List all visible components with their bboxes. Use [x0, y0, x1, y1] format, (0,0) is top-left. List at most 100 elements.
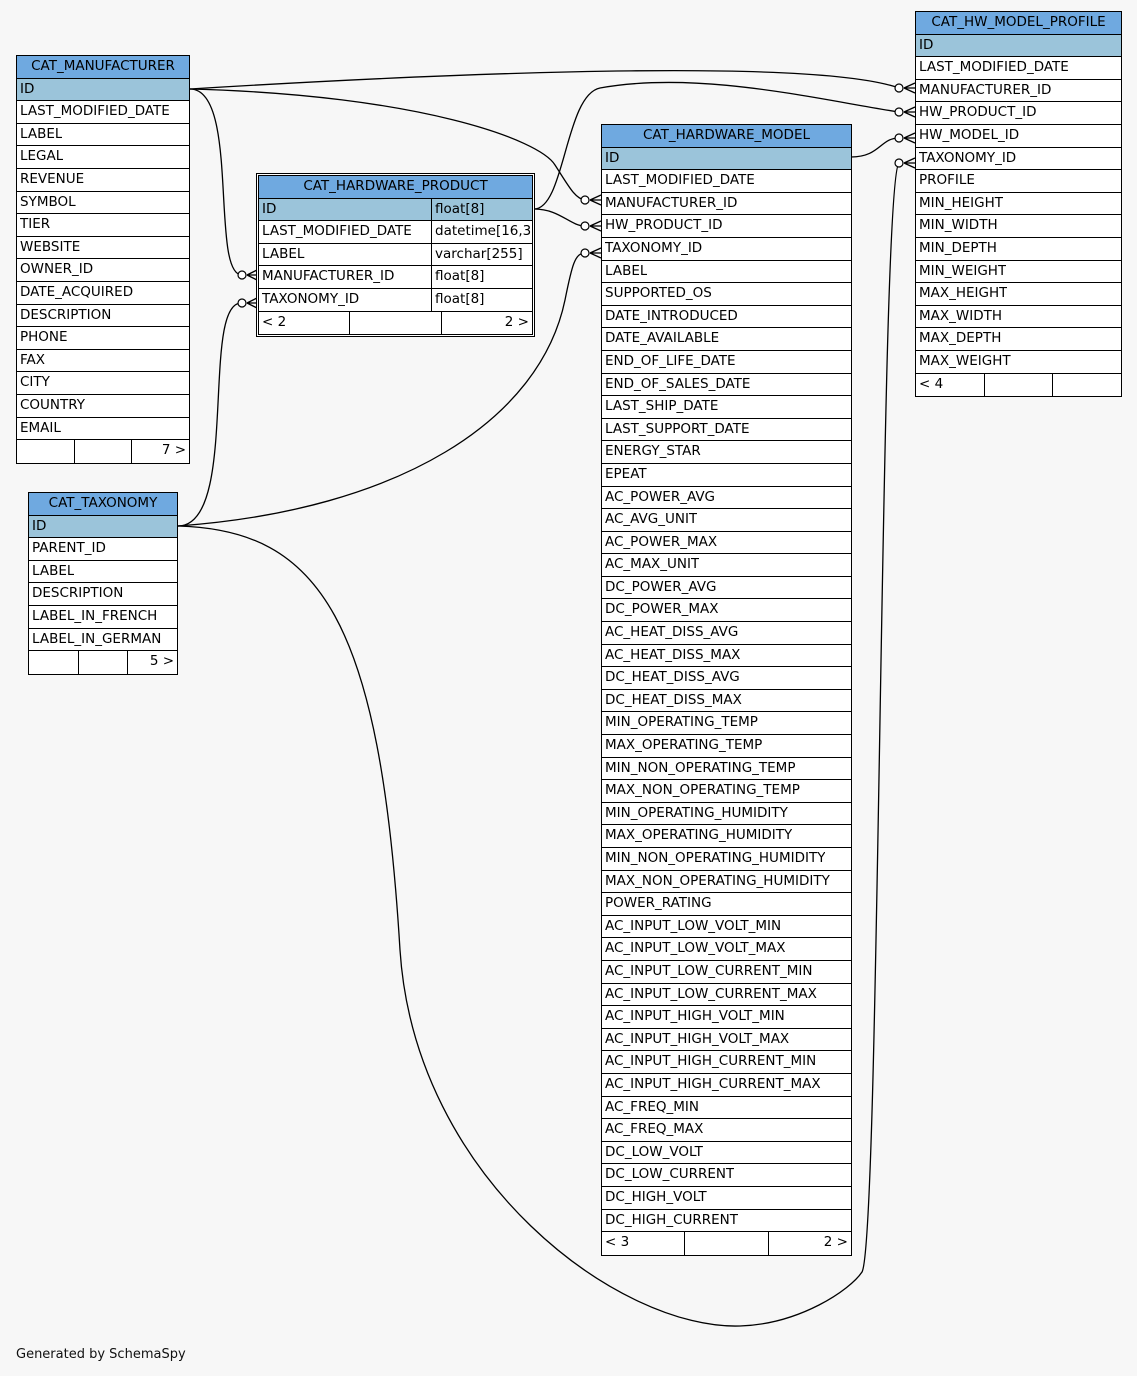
- column-row-last-modified-date[interactable]: LAST_MODIFIED_DATE: [602, 170, 851, 193]
- column-row-id[interactable]: ID: [29, 515, 177, 539]
- column-row-label[interactable]: LABEL: [29, 561, 177, 584]
- column-row-max-operating-temp[interactable]: MAX_OPERATING_TEMP: [602, 735, 851, 758]
- column-row-last-support-date[interactable]: LAST_SUPPORT_DATE: [602, 419, 851, 442]
- column-row-min-operating-humidity[interactable]: MIN_OPERATING_HUMIDITY: [602, 803, 851, 826]
- column-row-max-height[interactable]: MAX_HEIGHT: [916, 283, 1121, 306]
- column-row-revenue[interactable]: REVENUE: [17, 169, 189, 192]
- column-row-ac-input-high-current-min[interactable]: AC_INPUT_HIGH_CURRENT_MIN: [602, 1051, 851, 1074]
- column-row-id[interactable]: ID: [916, 34, 1121, 58]
- column-row-last-ship-date[interactable]: LAST_SHIP_DATE: [602, 396, 851, 419]
- column-row-manufacturer-id[interactable]: MANUFACTURER_ID: [916, 80, 1121, 103]
- column-row-dc-low-volt[interactable]: DC_LOW_VOLT: [602, 1142, 851, 1165]
- column-row-description[interactable]: DESCRIPTION: [17, 305, 189, 328]
- children-count[interactable]: [1052, 373, 1121, 397]
- column-row-tier[interactable]: TIER: [17, 214, 189, 237]
- column-row-epeat[interactable]: EPEAT: [602, 464, 851, 487]
- column-row-ac-input-high-volt-min[interactable]: AC_INPUT_HIGH_VOLT_MIN: [602, 1006, 851, 1029]
- parents-count[interactable]: < 3: [605, 1234, 630, 1251]
- column-row-country[interactable]: COUNTRY: [17, 395, 189, 418]
- column-row-manufacturer-id[interactable]: MANUFACTURER_ID: [602, 193, 851, 216]
- column-row-description[interactable]: DESCRIPTION: [29, 583, 177, 606]
- column-row-parent-id[interactable]: PARENT_ID: [29, 538, 177, 561]
- column-row-dc-power-max[interactable]: DC_POWER_MAX: [602, 599, 851, 623]
- column-row-ac-power-avg[interactable]: AC_POWER_AVG: [602, 487, 851, 510]
- column-row-end-of-sales-date[interactable]: END_OF_SALES_DATE: [602, 374, 851, 397]
- column-row-ac-input-high-current-max[interactable]: AC_INPUT_HIGH_CURRENT_MAX: [602, 1074, 851, 1097]
- column-row-legal[interactable]: LEGAL: [17, 146, 189, 169]
- column-row-last-modified-date[interactable]: LAST_MODIFIED_DATE: [17, 101, 189, 124]
- column-row-ac-input-high-volt-max[interactable]: AC_INPUT_HIGH_VOLT_MAX: [602, 1029, 851, 1052]
- column-row-min-width[interactable]: MIN_WIDTH: [916, 215, 1121, 238]
- column-row-min-operating-temp[interactable]: MIN_OPERATING_TEMP: [602, 712, 851, 736]
- column-row-end-of-life-date[interactable]: END_OF_LIFE_DATE: [602, 351, 851, 374]
- column-row-hw-product-id[interactable]: HW_PRODUCT_ID: [602, 215, 851, 238]
- column-row-ac-heat-diss-avg[interactable]: AC_HEAT_DISS_AVG: [602, 622, 851, 645]
- column-row-max-weight[interactable]: MAX_WEIGHT: [916, 351, 1121, 374]
- column-row-hw-product-id[interactable]: HW_PRODUCT_ID: [916, 102, 1121, 125]
- column-row-dc-low-current[interactable]: DC_LOW_CURRENT: [602, 1164, 851, 1187]
- column-row-taxonomy-id[interactable]: TAXONOMY_ID: [602, 238, 851, 261]
- column-row-dc-power-avg[interactable]: DC_POWER_AVG: [602, 577, 851, 600]
- table-header[interactable]: CAT_MANUFACTURER: [17, 56, 189, 79]
- column-row-owner-id[interactable]: OWNER_ID: [17, 259, 189, 282]
- column-row-power-rating[interactable]: POWER_RATING: [602, 893, 851, 916]
- column-row-ac-max-unit[interactable]: AC_MAX_UNIT: [602, 554, 851, 577]
- column-row-dc-high-volt[interactable]: DC_HIGH_VOLT: [602, 1187, 851, 1210]
- column-row-max-width[interactable]: MAX_WIDTH: [916, 306, 1121, 329]
- column-row-dc-high-current[interactable]: DC_HIGH_CURRENT: [602, 1210, 851, 1233]
- column-row-min-depth[interactable]: MIN_DEPTH: [916, 238, 1121, 261]
- column-row-max-non-operating-humidity[interactable]: MAX_NON_OPERATING_HUMIDITY: [602, 871, 851, 894]
- table-header[interactable]: CAT_HARDWARE_PRODUCT: [259, 176, 532, 199]
- parents-count[interactable]: < 2: [262, 313, 287, 330]
- table-header[interactable]: CAT_TAXONOMY: [29, 493, 177, 516]
- column-row-max-depth[interactable]: MAX_DEPTH: [916, 328, 1121, 351]
- column-row-id[interactable]: ID: [602, 147, 851, 171]
- column-row-supported-os[interactable]: SUPPORTED_OS: [602, 283, 851, 306]
- column-row-dc-heat-diss-max[interactable]: DC_HEAT_DISS_MAX: [602, 690, 851, 713]
- children-count[interactable]: 5 >: [127, 651, 177, 674]
- column-row-city[interactable]: CITY: [17, 372, 189, 395]
- children-count[interactable]: 2 >: [440, 311, 532, 335]
- column-row-profile[interactable]: PROFILE: [916, 170, 1121, 193]
- column-row-ac-heat-diss-max[interactable]: AC_HEAT_DISS_MAX: [602, 645, 851, 668]
- column-row-label[interactable]: LABEL: [17, 124, 189, 147]
- column-row-ac-power-max[interactable]: AC_POWER_MAX: [602, 532, 851, 555]
- column-row-symbol[interactable]: SYMBOL: [17, 192, 189, 215]
- table-header[interactable]: CAT_HARDWARE_MODEL: [602, 125, 851, 148]
- children-count[interactable]: 7 >: [131, 440, 189, 463]
- children-count[interactable]: 2 >: [767, 1232, 851, 1255]
- column-row-phone[interactable]: PHONE: [17, 327, 189, 350]
- column-row-min-height[interactable]: MIN_HEIGHT: [916, 193, 1121, 216]
- column-row-label-in-french[interactable]: LABEL_IN_FRENCH: [29, 606, 177, 629]
- column-row-min-non-operating-humidity[interactable]: MIN_NON_OPERATING_HUMIDITY: [602, 848, 851, 871]
- column-row-website[interactable]: WEBSITE: [17, 237, 189, 260]
- column-row-ac-input-low-volt-min[interactable]: AC_INPUT_LOW_VOLT_MIN: [602, 916, 851, 939]
- column-row-min-weight[interactable]: MIN_WEIGHT: [916, 261, 1121, 284]
- column-row-ac-input-low-current-max[interactable]: AC_INPUT_LOW_CURRENT_MAX: [602, 984, 851, 1007]
- column-row-ac-input-low-volt-max[interactable]: AC_INPUT_LOW_VOLT_MAX: [602, 938, 851, 961]
- column-row-date-acquired[interactable]: DATE_ACQUIRED: [17, 282, 189, 305]
- column-row-fax[interactable]: FAX: [17, 350, 189, 373]
- parents-count[interactable]: < 4: [919, 375, 944, 392]
- table-header[interactable]: CAT_HW_MODEL_PROFILE: [916, 12, 1121, 35]
- parents-count[interactable]: [29, 651, 78, 674]
- column-row-ac-freq-max[interactable]: AC_FREQ_MAX: [602, 1119, 851, 1142]
- column-row-dc-heat-diss-avg[interactable]: DC_HEAT_DISS_AVG: [602, 667, 851, 690]
- column-row-ac-freq-min[interactable]: AC_FREQ_MIN: [602, 1097, 851, 1120]
- column-row-email[interactable]: EMAIL: [17, 418, 189, 441]
- column-row-energy-star[interactable]: ENERGY_STAR: [602, 441, 851, 464]
- column-row-min-non-operating-temp[interactable]: MIN_NON_OPERATING_TEMP: [602, 758, 851, 781]
- column-row-label-in-german[interactable]: LABEL_IN_GERMAN: [29, 629, 177, 652]
- column-row-taxonomy-id[interactable]: TAXONOMY_ID: [916, 148, 1121, 171]
- parents-count[interactable]: [17, 440, 74, 463]
- column-row-last-modified-date[interactable]: LAST_MODIFIED_DATE: [916, 57, 1121, 80]
- column-row-date-available[interactable]: DATE_AVAILABLE: [602, 328, 851, 351]
